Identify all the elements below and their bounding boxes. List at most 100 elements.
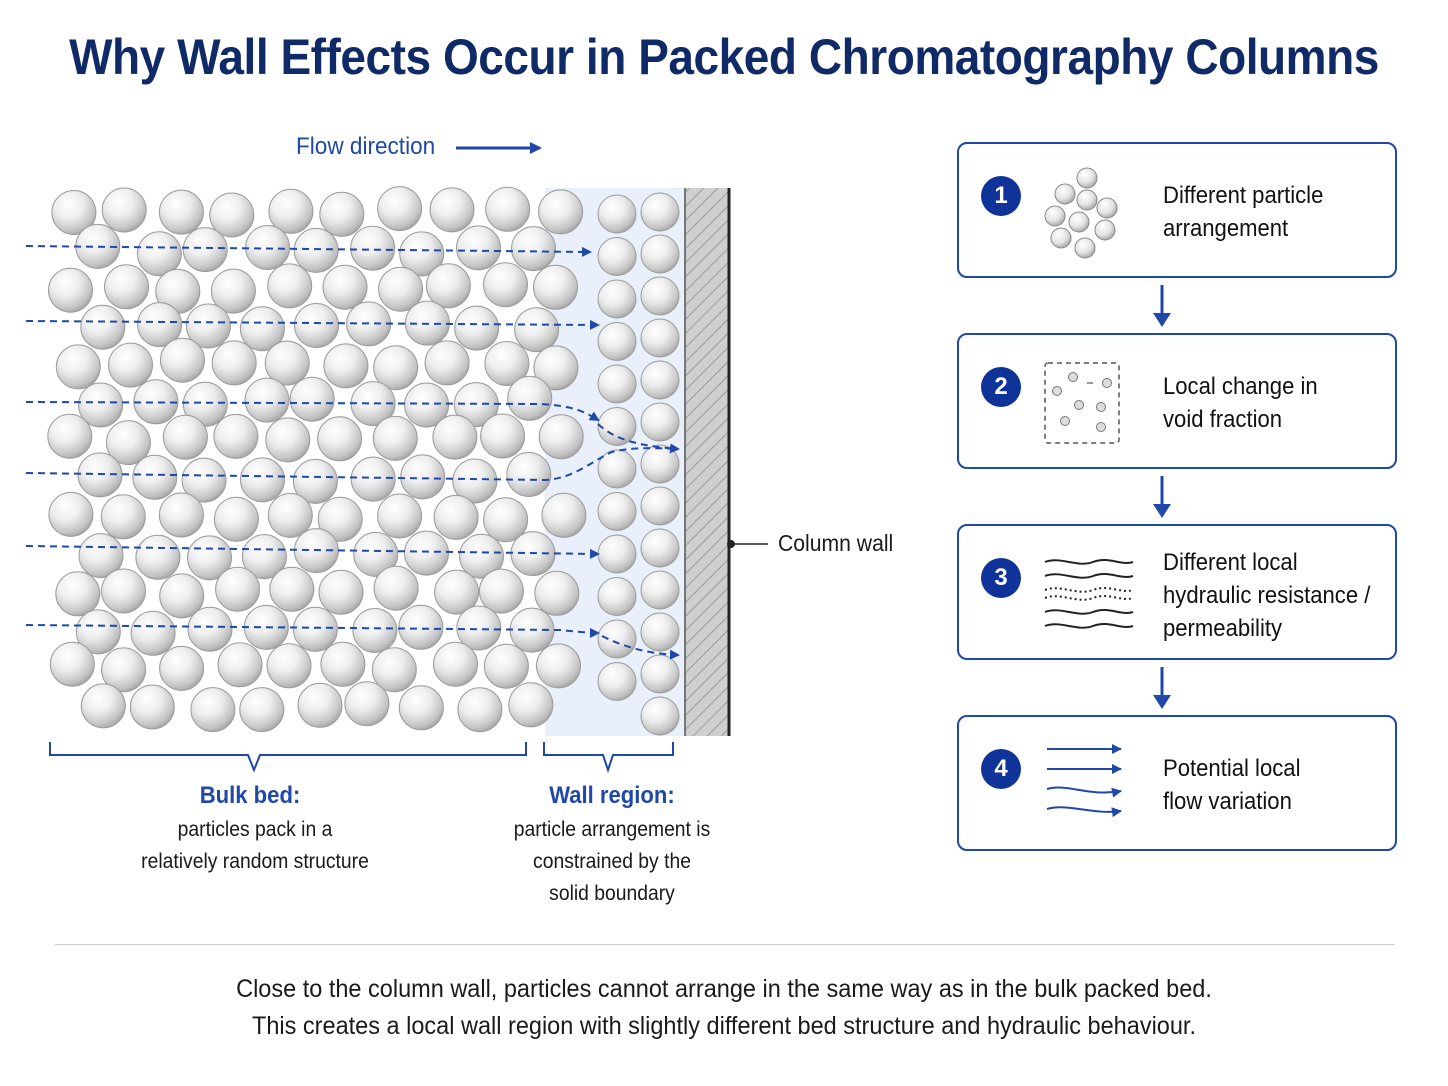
particle (350, 456, 396, 502)
void-fraction-icon (1044, 362, 1120, 444)
particle (100, 494, 146, 540)
particle (267, 492, 313, 538)
particle (434, 569, 480, 615)
particle (160, 337, 205, 383)
particle (371, 647, 417, 693)
wall-region-heading: Wall region: (549, 782, 675, 809)
particle (640, 192, 680, 232)
wall-region-description: particle arrangement is constrained by t… (483, 814, 741, 910)
particle (597, 279, 637, 319)
particle (317, 496, 363, 542)
particle (320, 641, 366, 687)
particle (597, 577, 637, 616)
wall-region-particles (597, 192, 680, 736)
particle (289, 376, 335, 422)
particle (245, 225, 291, 270)
step-3-text: Different local hydraulic resistance / p… (1163, 549, 1371, 642)
particle (373, 345, 419, 391)
packed-bed-diagram (25, 142, 768, 774)
particle (478, 568, 524, 614)
particle (456, 605, 502, 651)
wall-region-line-1: particle arrangement is (513, 818, 711, 841)
bulk-bed-line-1: particles pack in a (177, 818, 333, 841)
particle (158, 492, 204, 538)
particle (597, 194, 637, 234)
particle (454, 305, 500, 351)
particle (137, 302, 183, 348)
particle (264, 340, 310, 386)
particle (506, 452, 552, 497)
flow-direction-label: Flow direction (296, 133, 436, 160)
particle (597, 322, 637, 361)
particle (182, 227, 228, 273)
particle (322, 264, 368, 310)
particle (104, 264, 149, 310)
particle (353, 531, 399, 577)
particle (209, 192, 255, 238)
particle (136, 231, 182, 277)
particle (640, 360, 680, 400)
particle (483, 643, 529, 689)
particle (404, 382, 450, 428)
particle (511, 226, 556, 272)
streamline-3 (25, 401, 600, 422)
wall-region-brace (543, 742, 674, 774)
particle (158, 189, 204, 235)
particle (292, 458, 338, 504)
particle (433, 494, 479, 540)
particle (269, 566, 315, 612)
step-arrow-1 (1150, 285, 1174, 334)
bulk-bed-brace (49, 742, 527, 773)
particle (484, 341, 530, 386)
particle (159, 645, 205, 691)
particle (432, 414, 478, 460)
particle (159, 573, 205, 619)
particle (597, 237, 637, 276)
particle (378, 266, 424, 312)
bulk-bed-particles (47, 186, 587, 733)
particle (507, 375, 553, 421)
step-box-2: 2 Local change in void fraction (957, 333, 1397, 469)
particle (538, 414, 584, 460)
particle (129, 684, 175, 730)
particle (404, 530, 449, 576)
particle (292, 606, 338, 652)
particle (185, 303, 231, 349)
particle (640, 234, 680, 274)
step-number-badge: 2 (981, 367, 1021, 407)
particle (49, 641, 95, 687)
particle (293, 227, 339, 273)
footer-line-1: Close to the column wall, particles cann… (236, 975, 1212, 1003)
particle (215, 566, 261, 612)
particle (483, 262, 528, 308)
particle (541, 492, 587, 538)
particle (105, 420, 151, 466)
streamline-6 (25, 624, 600, 638)
particle (319, 191, 365, 237)
particle (213, 413, 259, 459)
particle (75, 609, 121, 655)
particle (483, 497, 529, 543)
step-2-text: Local change in void fraction (1163, 373, 1318, 433)
particle (78, 382, 124, 428)
particle (55, 571, 101, 617)
particle (398, 685, 444, 731)
particle (533, 264, 578, 310)
particle (485, 186, 531, 232)
particle (130, 610, 176, 656)
step-box-4: 4 Potential local flow variation (957, 715, 1397, 851)
particle (213, 496, 259, 542)
particle (534, 570, 580, 616)
wavy-lines-icon (1044, 559, 1134, 629)
step-box-1: 1 Different particle arrangement (957, 142, 1397, 278)
particle (132, 454, 178, 500)
particle (433, 641, 478, 687)
particle (424, 340, 470, 386)
particle (640, 276, 680, 316)
step-number-badge: 1 (981, 176, 1021, 216)
particle (597, 449, 637, 489)
particle (318, 569, 364, 615)
particle (640, 612, 680, 652)
particle (187, 606, 233, 652)
wall-region-line-3: solid boundary (549, 882, 675, 905)
